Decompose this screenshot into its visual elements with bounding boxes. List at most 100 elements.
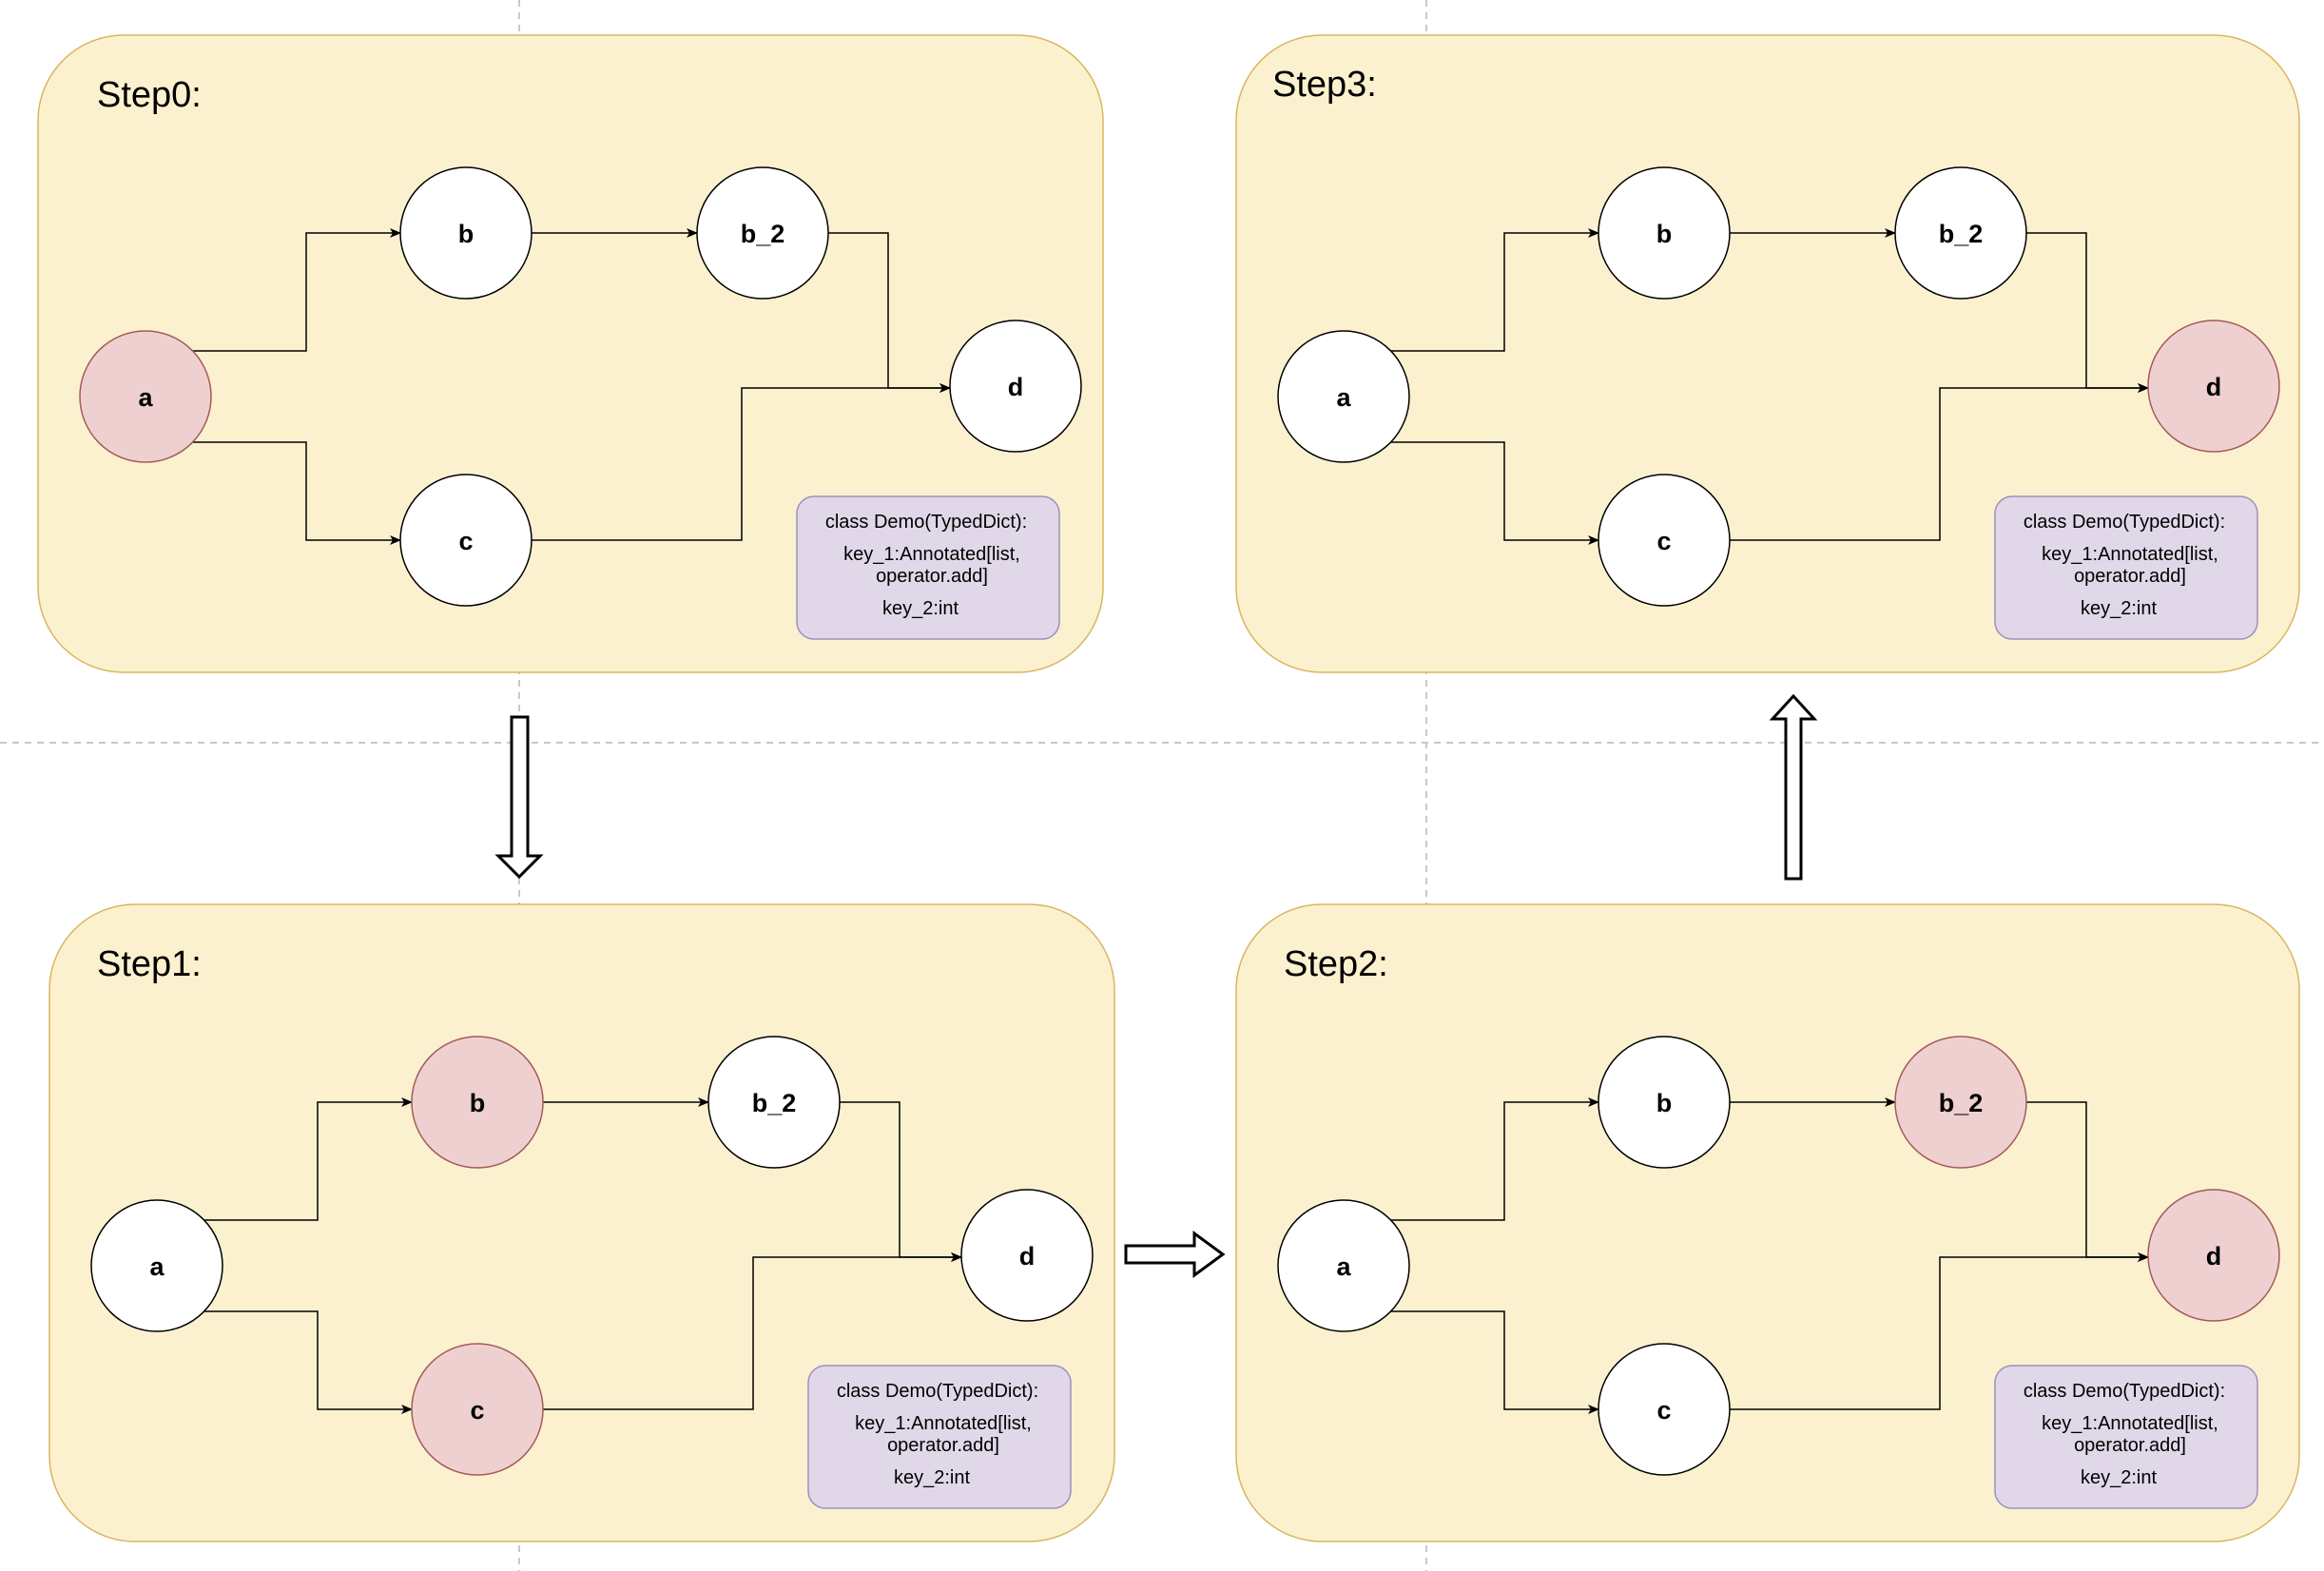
node-c: c bbox=[411, 1343, 544, 1476]
down-arrow-icon bbox=[494, 715, 544, 880]
node-b: b bbox=[399, 166, 533, 300]
note-line3: operator.add] bbox=[2074, 566, 2186, 587]
node-circle bbox=[399, 474, 533, 607]
node-a: a bbox=[1277, 330, 1410, 463]
node-circle bbox=[79, 330, 212, 463]
node-label: d bbox=[2206, 373, 2222, 401]
edges bbox=[1390, 228, 2149, 545]
note-line2: key_1:Annotated[list, bbox=[2042, 1413, 2218, 1434]
edge-a-b bbox=[1390, 1097, 1599, 1221]
node-label: a bbox=[149, 1252, 165, 1281]
node-label: a bbox=[138, 383, 153, 412]
edge-c-d bbox=[1730, 1252, 2149, 1410]
node-label: b_2 bbox=[1939, 220, 1984, 248]
node-c: c bbox=[399, 474, 533, 607]
node-label: b bbox=[458, 220, 474, 248]
edge-a-c bbox=[1390, 1310, 1599, 1414]
node-label: c bbox=[1656, 527, 1671, 555]
note-line1: class Demo(TypedDict): bbox=[837, 1381, 1038, 1402]
node-label: a bbox=[1336, 383, 1351, 412]
node-b-2: b_2 bbox=[707, 1036, 841, 1169]
node-circle bbox=[411, 1343, 544, 1476]
note-background bbox=[796, 495, 1060, 640]
node-circle bbox=[1598, 1343, 1731, 1476]
panel-step3: Step3: a b b_2c d class Demo(TypedDict): key_1… bbox=[1235, 34, 2300, 673]
state-schema-note: class Demo(TypedDict): key_1:Annotated[li… bbox=[1994, 495, 2258, 640]
note-line2: key_1:Annotated[list, bbox=[2042, 544, 2218, 565]
node-label: d bbox=[2206, 1242, 2222, 1270]
note-background bbox=[1994, 1365, 2258, 1509]
edge-c-d bbox=[1730, 383, 2149, 541]
node-label: d bbox=[1019, 1242, 1036, 1270]
note-line4: key_2:int bbox=[882, 598, 959, 619]
node-a: a bbox=[1277, 1199, 1410, 1332]
node-circle bbox=[411, 1036, 544, 1169]
step-title: Step2: bbox=[1284, 944, 1388, 984]
note-line3: operator.add] bbox=[887, 1435, 999, 1456]
state-schema-note: class Demo(TypedDict):key_1:Annotated[li… bbox=[807, 1365, 1072, 1509]
node-circle bbox=[90, 1199, 223, 1332]
edge-c-d bbox=[532, 383, 951, 541]
node-label: d bbox=[1008, 373, 1024, 401]
note-line1: class Demo(TypedDict): bbox=[2024, 1381, 2225, 1402]
node-circle bbox=[1277, 1199, 1410, 1332]
node-c: c bbox=[1598, 474, 1731, 607]
node-label: b_2 bbox=[752, 1089, 797, 1117]
node-circle bbox=[1598, 474, 1731, 607]
node-circle bbox=[2147, 320, 2280, 453]
edge-a-c bbox=[1390, 441, 1599, 545]
node-circle bbox=[696, 166, 829, 300]
node-circle bbox=[1598, 1036, 1731, 1169]
right-arrow-icon bbox=[1124, 1231, 1226, 1278]
node-d: d bbox=[2147, 320, 2280, 453]
node-circle bbox=[1894, 166, 2027, 300]
node-label: b bbox=[1656, 220, 1673, 248]
note-line1: class Demo(TypedDict): bbox=[825, 512, 1027, 533]
note-line4: key_2:int bbox=[894, 1467, 970, 1488]
edges bbox=[203, 1097, 962, 1414]
edge-a-b bbox=[1390, 228, 1599, 352]
up-arrow-icon bbox=[1769, 693, 1818, 881]
node-circle bbox=[1598, 166, 1731, 300]
node-b-2: b_2 bbox=[1894, 1036, 2027, 1169]
edge-a-b bbox=[192, 228, 401, 352]
edges bbox=[1390, 1097, 2149, 1414]
transition-arrows bbox=[494, 693, 1818, 1278]
note-background bbox=[1994, 495, 2258, 640]
node-b: b bbox=[411, 1036, 544, 1169]
node-label: a bbox=[1336, 1252, 1351, 1281]
node-circle bbox=[960, 1189, 1094, 1322]
note-line3: operator.add] bbox=[876, 566, 988, 587]
node-d: d bbox=[949, 320, 1082, 453]
node-b-2: b_2 bbox=[1894, 166, 2027, 300]
state-schema-note: class Demo(TypedDict): key_1:Annotated[li… bbox=[1994, 1365, 2258, 1509]
node-label: b bbox=[470, 1089, 486, 1117]
note-line1: class Demo(TypedDict): bbox=[2024, 512, 2225, 533]
node-b: b bbox=[1598, 166, 1731, 300]
step-title: Step0: bbox=[97, 75, 202, 115]
node-circle bbox=[399, 166, 533, 300]
node-circle bbox=[1894, 1036, 2027, 1169]
edge-a-c bbox=[203, 1310, 413, 1414]
panel-step2: Step2: a b b_2c d class Demo(TypedDict): key_1… bbox=[1235, 903, 2300, 1542]
node-label: b_2 bbox=[1939, 1089, 1984, 1117]
edge-a-c bbox=[192, 441, 401, 545]
edges bbox=[192, 228, 951, 545]
node-b: b bbox=[1598, 1036, 1731, 1169]
edge-a-b bbox=[203, 1097, 413, 1221]
node-circle bbox=[707, 1036, 841, 1169]
node-circle bbox=[1277, 330, 1410, 463]
node-label: c bbox=[1656, 1396, 1671, 1425]
node-a: a bbox=[90, 1199, 223, 1332]
node-d: d bbox=[2147, 1189, 2280, 1322]
note-line2: key_1:Annotated[list, bbox=[843, 544, 1020, 565]
note-line4: key_2:int bbox=[2081, 1467, 2157, 1488]
step-title: Step3: bbox=[1272, 65, 1377, 105]
state-schema-note: class Demo(TypedDict): key_1:Annotated[li… bbox=[796, 495, 1060, 640]
edge-c-d bbox=[543, 1252, 962, 1410]
node-d: d bbox=[960, 1189, 1094, 1322]
note-line4: key_2:int bbox=[2081, 598, 2157, 619]
